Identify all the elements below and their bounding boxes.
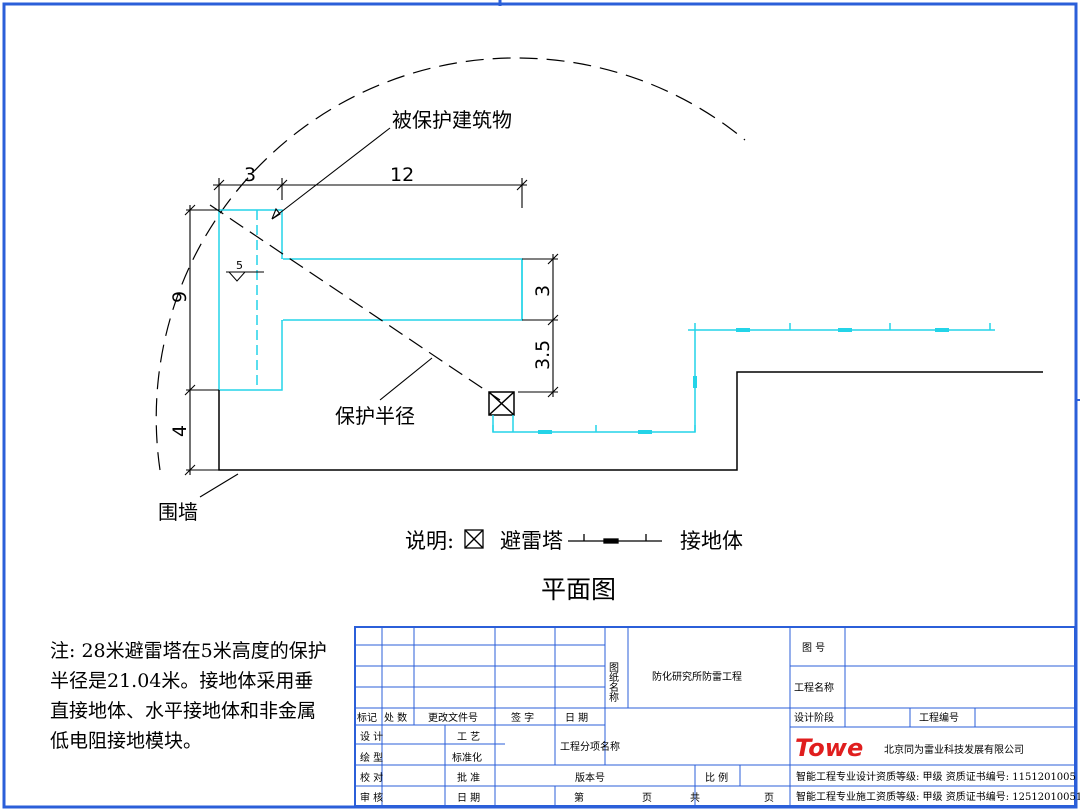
boundary-wall — [218, 371, 1043, 471]
tb-drawing-no-label: 图 号 — [802, 642, 825, 654]
company-logo-text: Towe — [795, 734, 863, 762]
legend: 说明: 避雷塔 接地体 — [405, 529, 743, 553]
dim-side-upper: 9 — [169, 291, 191, 303]
tb-col-mark: 标记 — [357, 712, 377, 724]
tb-project-name-label: 工程名称 — [794, 681, 834, 694]
company-name: 北京同为雷业科技发展有限公司 — [884, 743, 1024, 756]
plan-title: 平面图 — [541, 575, 616, 604]
tb-cert-2: 智能工程专业施工资质等级: 甲级 资质证书编号: 12512010051 — [796, 790, 1080, 803]
dim-right-upper: 3 — [532, 285, 554, 297]
level-mark: 5 — [226, 259, 264, 282]
tb-page-ye2: 页 — [764, 792, 774, 804]
company-logo: Towe — [795, 734, 863, 762]
tb-project-text: 防化研究所防雷工程 — [652, 670, 742, 683]
tb-col-date: 日 期 — [565, 712, 588, 724]
dim-top-right: 12 — [390, 164, 414, 186]
tb-page-ye: 页 — [642, 792, 652, 804]
protection-radius-line — [209, 204, 501, 401]
protection-radius-label: 保护半径 — [335, 404, 415, 428]
tb-scale-label: 比 例 — [705, 771, 728, 784]
tb-col-count: 处 数 — [384, 711, 407, 724]
tb-row-review: 审 核 — [360, 791, 383, 804]
tb-version-label: 版本号 — [575, 771, 605, 784]
tb-page-gong: 共 — [690, 792, 700, 804]
wall-label: 围墙 — [158, 500, 198, 524]
tb-date-label: 日 期 — [457, 792, 480, 804]
tb-row-draw: 绘 型 — [360, 751, 383, 764]
ground-legend-icon — [568, 534, 662, 544]
tb-col-change-doc: 更改文件号 — [428, 711, 478, 724]
lightning-tower — [488, 391, 515, 416]
tb-craft: 工 艺 — [457, 731, 480, 743]
note-line: 直接地体、水平接地体和非金属 — [50, 700, 317, 722]
note-line: 半径是21.04米。接地体采用垂 — [50, 670, 314, 692]
dim-right-lower: 3.5 — [532, 340, 554, 370]
tower-legend-icon — [464, 529, 484, 549]
dimension-lines — [184, 178, 559, 476]
tb-design-stage-label: 设计阶段 — [794, 711, 834, 724]
tb-cert-1: 智能工程专业设计资质等级: 甲级 资质证书编号: 1151201005 — [796, 770, 1076, 783]
tb-col-sign: 签 字 — [511, 711, 534, 724]
legend-ground: 接地体 — [680, 529, 743, 553]
tb-approve: 批 准 — [457, 771, 480, 784]
level-mark-value: 5 — [236, 259, 243, 272]
tb-drawing-name-label: 图纸名称 — [607, 662, 619, 703]
dim-top-left: 3 — [244, 164, 256, 186]
legend-tower: 避雷塔 — [500, 529, 563, 553]
tb-page-di: 第 — [574, 791, 584, 804]
protection-radius-arc — [155, 57, 746, 471]
tb-row-design: 设 计 — [360, 730, 383, 743]
ground-modules — [538, 328, 949, 434]
note-line: 注: 28米避雷塔在5米高度的保护 — [50, 640, 327, 662]
design-note: 注: 28米避雷塔在5米高度的保护 半径是21.04米。接地体采用垂 直接地体、… — [50, 636, 327, 756]
leader-lines — [199, 127, 433, 498]
tb-project-no-label: 工程编号 — [919, 711, 959, 724]
protected-building-label: 被保护建筑物 — [392, 108, 512, 132]
dim-side-lower: 4 — [169, 425, 191, 437]
legend-prefix: 说明: — [405, 529, 454, 553]
tb-sub-project-label: 工程分项名称 — [560, 740, 620, 753]
protected-building — [218, 209, 523, 391]
tb-standard: 标准化 — [452, 751, 482, 764]
tb-row-check: 校 对 — [360, 771, 383, 784]
title-block — [354, 626, 1076, 807]
note-line: 低电阻接地模块。 — [50, 730, 203, 752]
grounding-conductor — [492, 323, 995, 433]
